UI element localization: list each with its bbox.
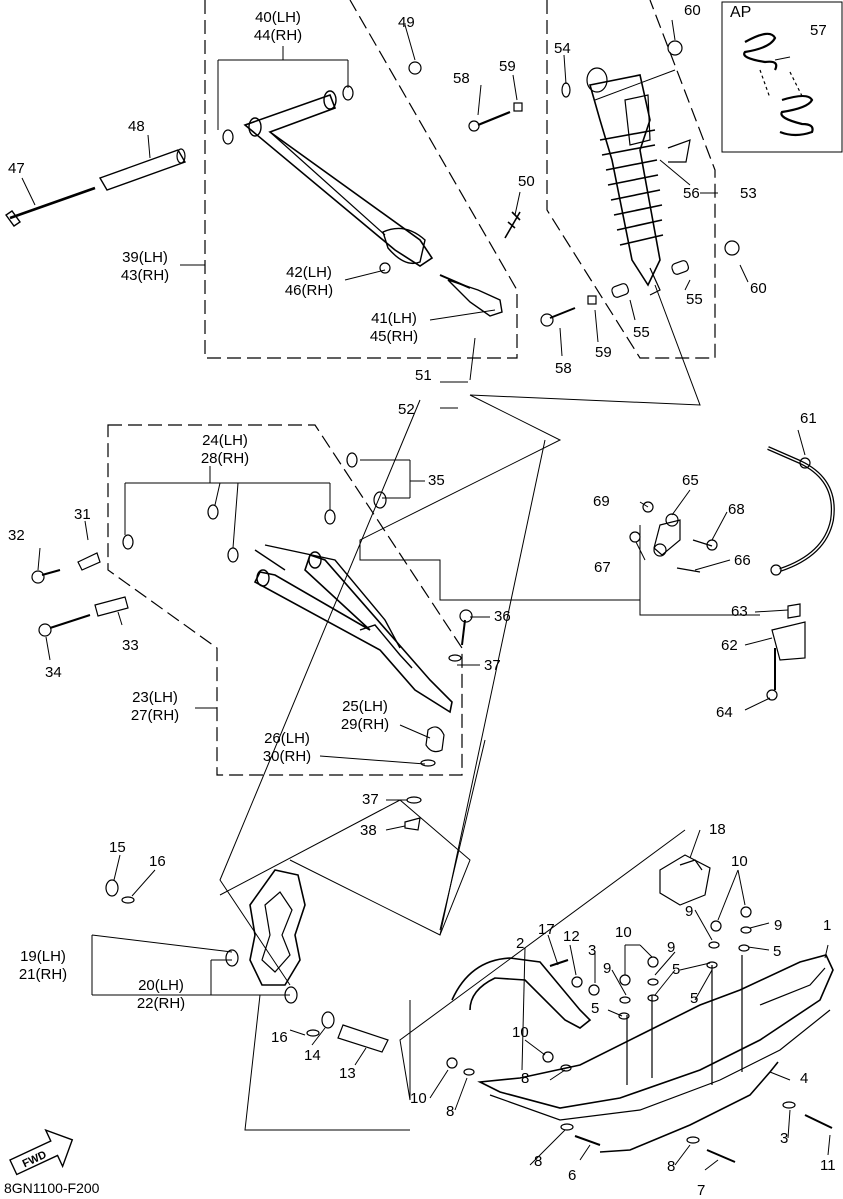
fwd-label: FWD — [21, 1149, 49, 1170]
callout-31: 31 — [74, 506, 91, 523]
callout-1: 1 — [823, 917, 832, 934]
callout-48: 48 — [128, 118, 145, 135]
callout-8b: 8 — [446, 1103, 455, 1120]
callout-66: 66 — [734, 552, 751, 569]
callout-35: 35 — [428, 472, 445, 489]
upper-arm-shape — [243, 93, 434, 267]
ap-inset-box — [721, 1, 843, 153]
lower-arm-group-box — [107, 424, 463, 776]
callout-5b: 5 — [672, 961, 681, 978]
callout-8a: 8 — [521, 1070, 530, 1087]
callout-55b: 55 — [633, 324, 650, 341]
callout-37a: 37 — [484, 657, 501, 674]
callout-5c: 5 — [690, 990, 699, 1007]
callout-10d: 10 — [410, 1090, 427, 1107]
callout-5a: 5 — [773, 943, 782, 960]
callout-54: 54 — [554, 40, 571, 57]
callout-15: 15 — [109, 839, 126, 856]
callout-4: 4 — [800, 1070, 809, 1087]
callout-9b: 9 — [774, 917, 783, 934]
shock-body — [588, 74, 661, 287]
callout-65: 65 — [682, 472, 699, 489]
callout-51: 51 — [415, 367, 432, 384]
callout-68: 68 — [728, 501, 745, 518]
callout-12: 12 — [563, 928, 580, 945]
lower-arm-shape — [253, 553, 453, 714]
ski-shape — [477, 954, 834, 1109]
callout-23-27: 23(LH)27(RH) — [130, 689, 180, 724]
callout-16b: 16 — [271, 1029, 288, 1046]
callout-13: 13 — [339, 1065, 356, 1082]
callout-37b: 37 — [362, 791, 379, 808]
callout-60a: 60 — [684, 2, 701, 19]
callout-19-21: 19(LH)21(RH) — [18, 948, 68, 983]
callout-59a: 59 — [499, 58, 516, 75]
callout-53: 53 — [740, 185, 757, 202]
callout-36: 36 — [494, 608, 511, 625]
callout-17: 17 — [538, 921, 555, 938]
callout-58b: 58 — [555, 360, 572, 377]
steering-cable — [767, 446, 835, 572]
callout-56: 56 — [683, 185, 700, 202]
callout-52: 52 — [398, 401, 415, 418]
callout-5d: 5 — [591, 1000, 600, 1017]
callout-26-30: 26(LH)30(RH) — [262, 730, 312, 765]
diagram-code: 8GN1100-F200 — [4, 1180, 100, 1196]
callout-55a: 55 — [686, 291, 703, 308]
callout-7: 7 — [697, 1182, 706, 1199]
callout-11: 11 — [820, 1157, 836, 1174]
upper-arm-group-box — [204, 0, 518, 359]
callout-47: 47 — [8, 160, 25, 177]
callout-38: 38 — [360, 822, 377, 839]
callout-57: 57 — [810, 22, 827, 39]
callout-8d: 8 — [667, 1158, 676, 1175]
callout-20-22: 20(LH)22(RH) — [136, 977, 186, 1012]
callout-50: 50 — [518, 173, 535, 190]
callout-69: 69 — [593, 493, 610, 510]
callout-39-43: 39(LH)43(RH) — [120, 249, 170, 284]
shock-group-box — [546, 0, 716, 359]
callout-8c: 8 — [534, 1153, 543, 1170]
callout-58a: 58 — [453, 70, 470, 87]
callout-2: 2 — [516, 935, 525, 952]
callout-3b: 3 — [780, 1130, 789, 1147]
callout-24-28: 24(LH)28(RH) — [200, 432, 250, 467]
callout-67: 67 — [594, 559, 611, 576]
callout-10b: 10 — [615, 924, 632, 941]
callout-49: 49 — [398, 14, 415, 31]
callout-60b: 60 — [750, 280, 767, 297]
callout-63: 63 — [731, 603, 748, 620]
callout-14: 14 — [304, 1047, 321, 1064]
callout-9c: 9 — [667, 939, 676, 956]
fwd-arrow-icon: FWD — [9, 1128, 74, 1176]
callout-9a: 9 — [685, 903, 694, 920]
callout-32: 32 — [8, 527, 25, 544]
callout-61: 61 — [800, 410, 817, 427]
callout-41-45: 41(LH)45(RH) — [369, 310, 419, 345]
callout-25-29: 25(LH)29(RH) — [340, 698, 390, 733]
callout-59b: 59 — [595, 344, 612, 361]
callout-33: 33 — [122, 637, 139, 654]
callout-10c: 10 — [512, 1024, 529, 1041]
callout-40-44: 40(LH)44(RH) — [253, 9, 303, 44]
callout-34: 34 — [45, 664, 62, 681]
spindle-shape — [249, 869, 306, 986]
callout-18: 18 — [709, 821, 726, 838]
callout-42-46: 42(LH)46(RH) — [284, 264, 334, 299]
callout-16a: 16 — [149, 853, 166, 870]
callout-6: 6 — [568, 1167, 577, 1184]
callout-10a: 10 — [731, 853, 748, 870]
callout-3a: 3 — [588, 942, 597, 959]
callout-62: 62 — [721, 637, 738, 654]
callout-64: 64 — [716, 704, 733, 721]
inset-title: AP — [730, 4, 752, 21]
callout-9d: 9 — [603, 960, 612, 977]
